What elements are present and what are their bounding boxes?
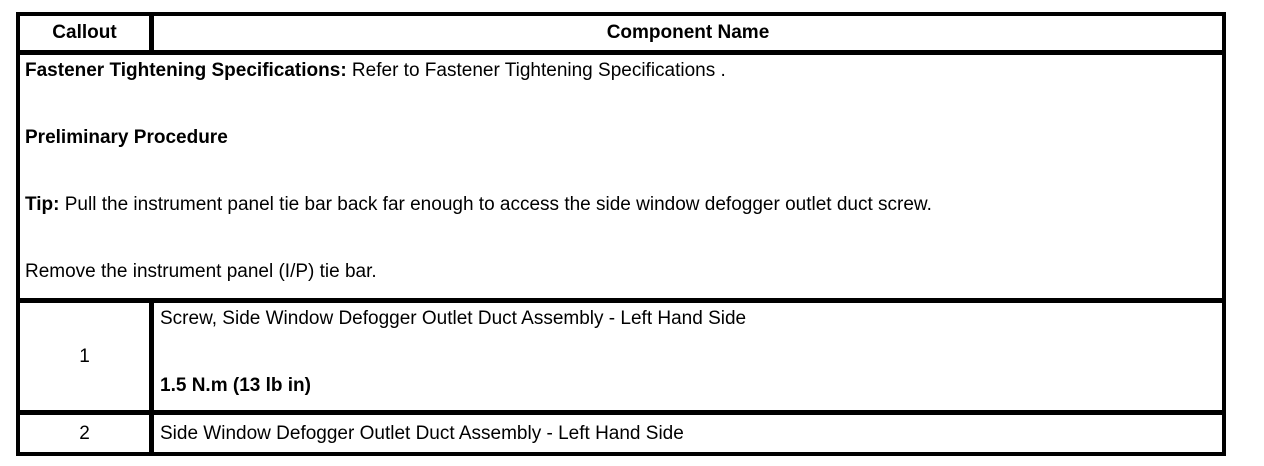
table-row: 2 Side Window Defogger Outlet Duct Assem… — [18, 413, 1224, 454]
component-name-column-header: Component Name — [152, 14, 1224, 52]
fastener-spec-text: Refer to Fastener Tightening Specificati… — [346, 60, 726, 81]
preamble-cell: Fastener Tightening Specifications: Refe… — [18, 53, 1224, 300]
component-description: Screw, Side Window Defogger Outlet Duct … — [160, 308, 747, 329]
tip-label: Tip: — [25, 194, 60, 215]
torque-spec: 1.5 N.m (13 lb in) — [160, 375, 311, 396]
fastener-spec-table: Callout Component Name Fastener Tighteni… — [16, 12, 1226, 456]
preamble-row: Fastener Tightening Specifications: Refe… — [18, 53, 1224, 300]
callout-column-header: Callout — [18, 14, 151, 52]
callout-number: 1 — [18, 301, 151, 412]
fastener-spec-label: Fastener Tightening Specifications: — [25, 60, 347, 81]
callout-number: 2 — [18, 413, 151, 454]
table-row: 1 Screw, Side Window Defogger Outlet Duc… — [18, 301, 1224, 412]
preliminary-procedure-heading: Preliminary Procedure — [25, 127, 228, 148]
fastener-spec-note: Fastener Tightening Specifications: Refe… — [25, 60, 1216, 82]
component-description: Side Window Defogger Outlet Duct Assembl… — [160, 422, 684, 444]
remove-step-text: Remove the instrument panel (I/P) tie ba… — [25, 261, 377, 282]
tip-note: Tip: Pull the instrument panel tie bar b… — [25, 194, 1216, 216]
tip-text: Pull the instrument panel tie bar back f… — [59, 194, 932, 215]
table-header-row: Callout Component Name — [18, 14, 1224, 52]
component-cell: Side Window Defogger Outlet Duct Assembl… — [152, 413, 1224, 454]
component-cell: Screw, Side Window Defogger Outlet Duct … — [152, 301, 1224, 412]
